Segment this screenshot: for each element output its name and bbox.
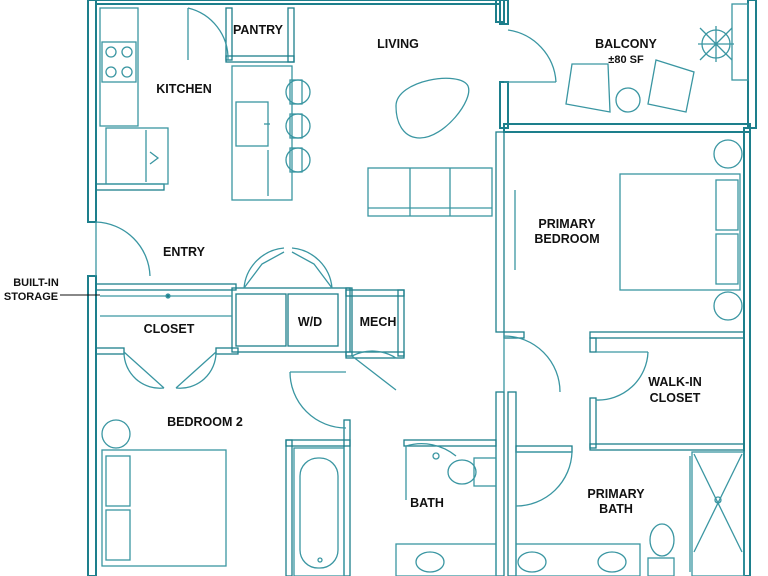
sofa — [367, 167, 493, 217]
primary-bedroom-door — [503, 335, 561, 393]
builtin-storage-callout: BUILT-IN STORAGE — [4, 277, 59, 303]
bath-door — [405, 443, 457, 500]
label-balcony-area: ±80 SF — [608, 54, 644, 66]
label-primary-bath-1: PRIMARY — [587, 487, 645, 501]
kitchen-island — [231, 65, 293, 201]
primary-bedroom-furniture — [514, 139, 743, 321]
label-mech: MECH — [360, 315, 397, 329]
label-living: LIVING — [377, 37, 419, 51]
refrigerator — [105, 127, 169, 185]
coffee-table — [395, 77, 470, 139]
label-bedroom2: BEDROOM 2 — [167, 415, 243, 429]
bath-fixtures — [293, 447, 497, 576]
primary-bath-door — [515, 451, 573, 507]
label-entry: ENTRY — [163, 245, 206, 259]
toilet — [447, 457, 497, 487]
shower — [691, 451, 745, 576]
balcony-chair-right — [647, 59, 695, 113]
primary-toilet — [647, 523, 675, 576]
wd-bifold-right — [291, 247, 333, 289]
nightstand-top — [713, 139, 743, 169]
closet-bifold-left — [123, 351, 165, 389]
doors — [95, 7, 649, 507]
label-wd: W/D — [298, 315, 322, 329]
mech-door — [351, 350, 397, 391]
bedroom2-nightstand — [101, 419, 131, 449]
label-kitchen: KITCHEN — [156, 82, 212, 96]
balcony-furniture — [565, 3, 749, 113]
room-labels: PANTRY LIVING BALCONY ±80 SF KITCHEN PRI… — [144, 23, 702, 516]
label-primary-bath-2: BATH — [599, 502, 633, 516]
nightstand-bottom — [713, 291, 743, 321]
pantry-door — [187, 7, 229, 61]
label-walkin-1: WALK-IN — [648, 375, 701, 389]
label-pantry: PANTRY — [233, 23, 284, 37]
storage-knob — [165, 293, 171, 299]
primary-bed — [619, 173, 741, 291]
balcony-chair-left — [565, 63, 611, 113]
label-primary-bedroom-2: BEDROOM — [534, 232, 599, 246]
living-furniture — [367, 77, 493, 217]
bedroom2-door — [289, 371, 347, 429]
bedroom2-furniture — [101, 419, 227, 567]
walkin-closet-door — [595, 351, 649, 401]
range — [101, 41, 137, 83]
balcony-plant — [698, 26, 734, 62]
primary-bath-fixtures — [515, 451, 745, 576]
exterior-walls — [87, 0, 757, 576]
balcony-door — [504, 29, 557, 83]
closet-bifold-right — [175, 351, 217, 389]
storage-fixtures — [60, 293, 232, 317]
primary-vanity — [515, 543, 641, 576]
kitchen-fixtures — [99, 7, 311, 201]
callout-storage: STORAGE — [4, 291, 58, 303]
label-closet: CLOSET — [144, 322, 195, 336]
bedroom2-bed — [101, 449, 227, 567]
label-balcony: BALCONY — [595, 37, 657, 51]
label-walkin-2: CLOSET — [650, 391, 701, 405]
entry-door — [95, 221, 151, 277]
bathtub — [293, 447, 345, 576]
wd-bifold-left — [243, 247, 285, 289]
callout-builtin: BUILT-IN — [13, 277, 59, 289]
bath-vanity — [395, 543, 497, 576]
balcony-side-table — [615, 87, 641, 113]
label-bath: BATH — [410, 496, 444, 510]
label-primary-bedroom-1: PRIMARY — [538, 217, 596, 231]
